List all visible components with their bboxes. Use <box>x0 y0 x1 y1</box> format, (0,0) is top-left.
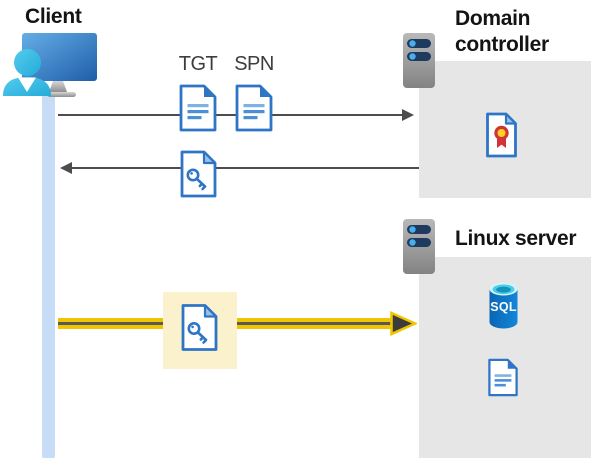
request-arrow-head-icon <box>402 109 414 121</box>
tgt-label: TGT <box>178 53 218 75</box>
sql-database-icon: SQL <box>489 282 518 329</box>
client-icon <box>3 33 97 97</box>
service-ticket-key-icon <box>180 150 217 198</box>
response-arrow-line <box>70 167 419 169</box>
person-icon <box>3 49 51 96</box>
domain-controller-server-icon <box>403 33 435 88</box>
sql-label: SQL <box>490 300 517 314</box>
client-lifeline <box>42 94 55 458</box>
certificate-icon <box>486 112 517 158</box>
response-arrow-head-icon <box>60 162 72 174</box>
sql-connection-arrow-head-icon <box>390 311 417 336</box>
spn-label: SPN <box>234 53 274 75</box>
keytab-file-icon <box>488 358 518 397</box>
client-title: Client <box>25 5 82 28</box>
request-arrow-line <box>58 114 404 116</box>
monitor-icon <box>22 33 97 97</box>
domain-controller-title: Domain controller <box>455 7 549 56</box>
tgt-ticket-icon <box>179 84 217 132</box>
spn-ticket-icon <box>235 84 273 132</box>
linux-server-title: Linux server <box>455 227 577 250</box>
highlighted-service-ticket-key-icon <box>181 304 218 351</box>
linux-server-icon <box>403 219 435 274</box>
